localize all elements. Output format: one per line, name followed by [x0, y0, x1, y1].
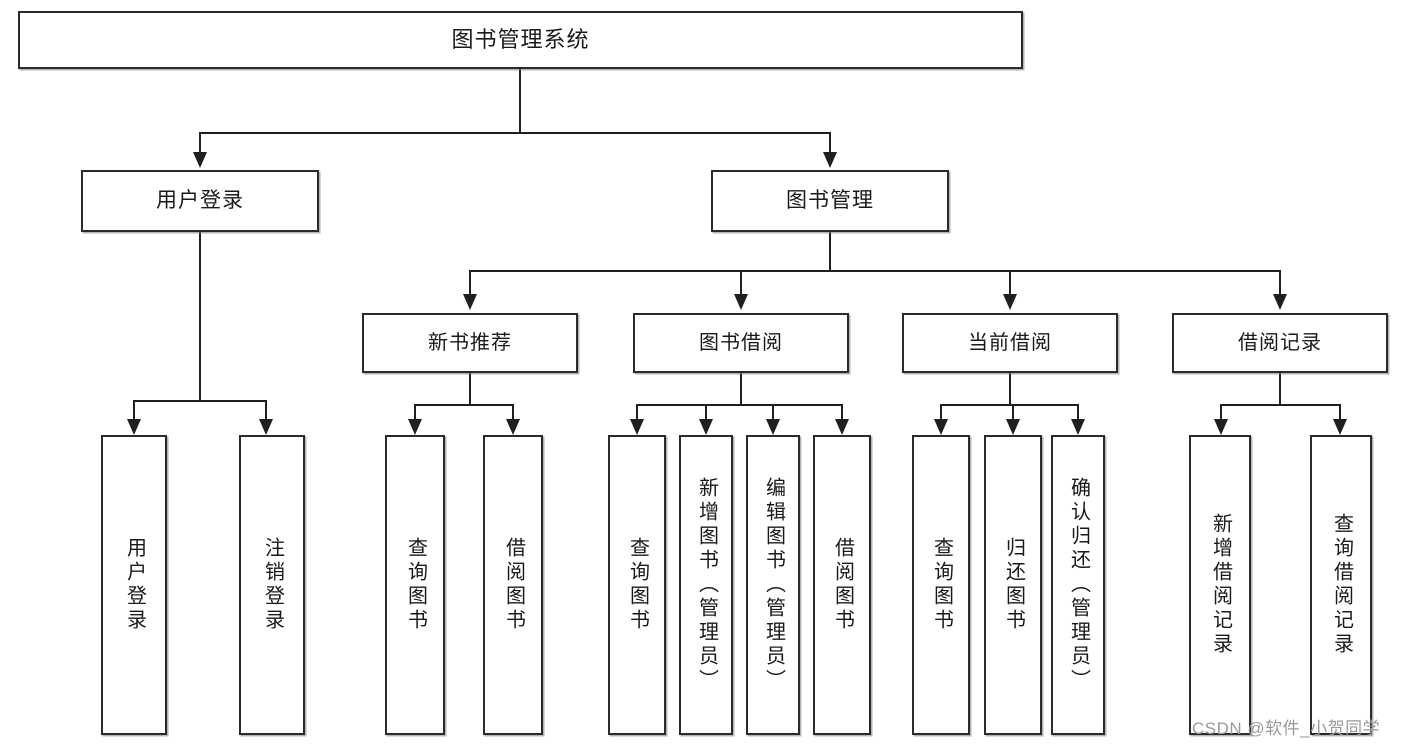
- arrow-to-borrow-record: [1273, 294, 1287, 310]
- node-borrow-record[interactable]: 借阅记录: [1172, 313, 1388, 373]
- arrow-to-leaf-user-login: [127, 419, 141, 435]
- connector-nbr-drop-2: [512, 404, 514, 419]
- arrow-to-user-login: [193, 152, 207, 168]
- node-leaf-cur-return-book-label: 归还图书: [1002, 537, 1025, 633]
- node-user-login[interactable]: 用户登录: [81, 170, 319, 232]
- arrow-to-leaf-rec-borrow-book: [506, 419, 520, 435]
- node-leaf-borrow-edit-book[interactable]: 编辑图书（管理员）: [746, 435, 800, 735]
- arrow-to-leaf-cur-confirm-return: [1071, 419, 1085, 435]
- connector-borrow-record-bus: [1220, 404, 1341, 406]
- arrow-to-leaf-borrow-add-book: [699, 419, 713, 435]
- arrow-to-leaf-cur-query-book: [934, 419, 948, 435]
- node-leaf-cur-query-book[interactable]: 查询图书: [912, 435, 970, 735]
- connector-new-book-recommend-bus: [414, 404, 514, 406]
- node-leaf-cur-query-book-label: 查询图书: [930, 537, 953, 633]
- node-leaf-cur-confirm-return[interactable]: 确认归还（管理员）: [1051, 435, 1105, 735]
- connector-level3-drop-4: [1279, 270, 1281, 294]
- arrow-to-leaf-rec-query-book: [408, 419, 422, 435]
- connector-bb-drop-2: [705, 404, 707, 419]
- node-leaf-rec-query-record[interactable]: 查询借阅记录: [1310, 435, 1372, 735]
- connector-level2-drop-left: [199, 132, 201, 152]
- connector-level3-drop-3: [1009, 270, 1011, 294]
- connector-level2-bus: [199, 132, 831, 134]
- arrow-to-book-borrow: [734, 294, 748, 310]
- node-leaf-borrow-borrow-book[interactable]: 借阅图书: [813, 435, 871, 735]
- node-leaf-rec-query-book-label: 查询图书: [404, 537, 427, 633]
- arrow-to-leaf-borrow-query-book: [630, 419, 644, 435]
- node-book-borrow[interactable]: 图书借阅: [633, 313, 849, 373]
- connector-book-borrow-bus: [636, 404, 843, 406]
- node-book-manage-label: 图书管理: [786, 188, 874, 212]
- connector-bb-drop-3: [772, 404, 774, 419]
- node-root-label: 图书管理系统: [451, 27, 590, 53]
- node-leaf-borrow-borrow-book-label: 借阅图书: [831, 537, 854, 633]
- connector-level2-drop-right: [829, 132, 831, 152]
- arrow-to-new-book-recommend: [463, 294, 477, 310]
- arrow-to-leaf-borrow-edit-book: [766, 419, 780, 435]
- connector-cb-drop-1: [940, 404, 942, 419]
- node-leaf-cur-return-book[interactable]: 归还图书: [984, 435, 1042, 735]
- node-leaf-rec-query-record-label: 查询借阅记录: [1330, 513, 1353, 657]
- node-user-login-label: 用户登录: [156, 188, 244, 212]
- node-leaf-user-login-label: 用户登录: [123, 537, 146, 633]
- connector-user-login-drop-1: [133, 400, 135, 419]
- node-new-book-recommend-label: 新书推荐: [428, 331, 512, 354]
- node-leaf-user-logout-label: 注销登录: [261, 537, 284, 633]
- arrow-to-book-manage: [823, 152, 837, 168]
- node-current-borrow-label: 当前借阅: [968, 331, 1052, 354]
- node-current-borrow[interactable]: 当前借阅: [902, 313, 1118, 373]
- node-leaf-user-logout[interactable]: 注销登录: [239, 435, 305, 735]
- arrow-to-leaf-borrow-borrow-book: [835, 419, 849, 435]
- connector-current-borrow-bus: [940, 404, 1079, 406]
- connector-book-borrow-stem: [740, 373, 742, 405]
- connector-level3-drop-2: [740, 270, 742, 294]
- node-leaf-rec-add-record-label: 新增借阅记录: [1209, 513, 1232, 657]
- connector-book-manage-stem: [829, 232, 831, 271]
- node-leaf-borrow-query-book-label: 查询图书: [626, 537, 649, 633]
- connector-cb-drop-2: [1012, 404, 1014, 419]
- node-leaf-borrow-add-book[interactable]: 新增图书（管理员）: [679, 435, 733, 735]
- node-leaf-rec-add-record[interactable]: 新增借阅记录: [1189, 435, 1251, 735]
- csdn-watermark: CSDN @软件_小贺同学: [1192, 719, 1381, 738]
- connector-bb-drop-4: [841, 404, 843, 419]
- connector-bb-drop-1: [636, 404, 638, 419]
- node-leaf-rec-borrow-book-label: 借阅图书: [502, 537, 525, 633]
- arrow-to-current-borrow: [1003, 294, 1017, 310]
- node-leaf-cur-confirm-return-label: 确认归还（管理员）: [1067, 477, 1090, 693]
- connector-borrow-record-stem: [1279, 373, 1281, 405]
- connector-nbr-drop-1: [414, 404, 416, 419]
- node-leaf-borrow-edit-book-label: 编辑图书（管理员）: [762, 477, 785, 693]
- node-book-borrow-label: 图书借阅: [699, 331, 783, 354]
- node-leaf-rec-query-book[interactable]: 查询图书: [385, 435, 445, 735]
- connector-level3-drop-1: [469, 270, 471, 294]
- node-leaf-user-login[interactable]: 用户登录: [101, 435, 167, 735]
- node-new-book-recommend[interactable]: 新书推荐: [362, 313, 578, 373]
- arrow-to-leaf-rec-add-record: [1214, 419, 1228, 435]
- arrow-to-leaf-user-logout: [259, 419, 273, 435]
- connector-user-login-stem: [199, 232, 201, 402]
- arrow-to-leaf-rec-query-record: [1333, 419, 1347, 435]
- connector-br-drop-2: [1339, 404, 1341, 419]
- node-leaf-rec-borrow-book[interactable]: 借阅图书: [483, 435, 543, 735]
- node-leaf-borrow-query-book[interactable]: 查询图书: [608, 435, 666, 735]
- connector-root-stem: [519, 69, 521, 133]
- connector-level3-bus: [469, 270, 1280, 272]
- node-borrow-record-label: 借阅记录: [1238, 331, 1322, 354]
- arrow-to-leaf-cur-return-book: [1006, 419, 1020, 435]
- connector-br-drop-1: [1220, 404, 1222, 419]
- node-root[interactable]: 图书管理系统: [18, 11, 1023, 69]
- connector-user-login-drop-2: [265, 400, 267, 419]
- node-book-manage[interactable]: 图书管理: [711, 170, 949, 232]
- connector-new-book-recommend-stem: [469, 373, 471, 405]
- connector-cb-drop-3: [1077, 404, 1079, 419]
- connector-current-borrow-stem: [1009, 373, 1011, 405]
- node-leaf-borrow-add-book-label: 新增图书（管理员）: [695, 477, 718, 693]
- connector-user-login-bus: [133, 400, 267, 402]
